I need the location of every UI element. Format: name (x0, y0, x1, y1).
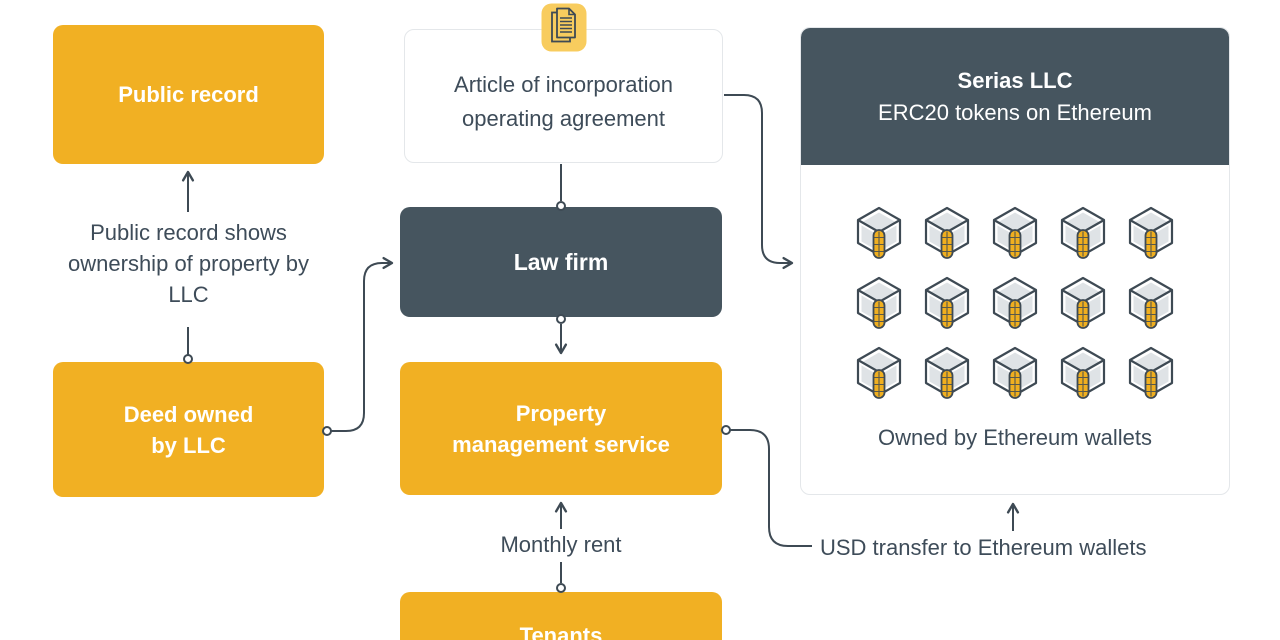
cube-token-icon (992, 346, 1038, 399)
token-grid (801, 205, 1229, 401)
node-property-management-service: Property management service (400, 362, 722, 495)
edge-article-to-serias (724, 94, 794, 270)
cube-token-icon (1060, 346, 1106, 399)
cube-token-icon (992, 206, 1038, 259)
cube-token-icon (1128, 276, 1174, 329)
cube-token-icon (992, 276, 1038, 329)
documents-icon (541, 3, 586, 52)
node-deed-owned-by-llc: Deed owned by LLC (53, 362, 324, 497)
note-line: Public record (90, 220, 219, 245)
serias-panel-header: Serias LLC ERC20 tokens on Ethereum (801, 28, 1229, 165)
cube-token-icon (1060, 206, 1106, 259)
node-tenants: Tenants (400, 592, 722, 640)
cube-token-icon (924, 346, 970, 399)
monthly-rent-label: Monthly rent (500, 532, 622, 557)
cube-token-icon (924, 206, 970, 259)
serias-caption: Owned by Ethereum wallets (878, 425, 1152, 450)
node-label: Law firm (513, 248, 609, 275)
node-label: management service (452, 431, 670, 457)
serias-llc-panel: Serias LLC ERC20 tokens on Ethereum (800, 27, 1230, 495)
node-article-of-incorporation: Article of incorporation operating agree… (404, 3, 723, 163)
usd-transfer-label: USD transfer to Ethereum wallets (820, 535, 1147, 560)
node-label: Public record (118, 82, 259, 107)
serias-subtitle: ERC20 tokens on Ethereum (878, 99, 1152, 125)
connector-dot (556, 583, 566, 593)
note-line: shows ownership (68, 220, 287, 276)
node-label: operating agreement (461, 106, 666, 131)
cube-token-icon (1128, 346, 1174, 399)
node-law-firm: Law firm (400, 207, 722, 317)
serias-title: Serias LLC (957, 67, 1073, 93)
node-label: Deed owned (123, 401, 254, 427)
node-public-record: Public record (53, 25, 324, 164)
public-record-note: Public record shows ownership of propert… (53, 217, 324, 310)
node-label: Property (515, 400, 607, 426)
cube-token-icon (1128, 206, 1174, 259)
connector-dot (322, 426, 332, 436)
edge-deed-to-lawfirm (331, 256, 394, 432)
cube-token-icon (924, 276, 970, 329)
node-label: Tenants (519, 623, 603, 640)
connector-dot (721, 425, 731, 435)
cube-token-icon (1060, 276, 1106, 329)
note-line: of property by LLC (168, 251, 309, 307)
cube-token-icon (856, 206, 902, 259)
node-label: by LLC (151, 432, 226, 458)
cube-token-icon (856, 276, 902, 329)
node-label: Article of incorporation (454, 72, 673, 97)
cube-token-icon (856, 346, 902, 399)
